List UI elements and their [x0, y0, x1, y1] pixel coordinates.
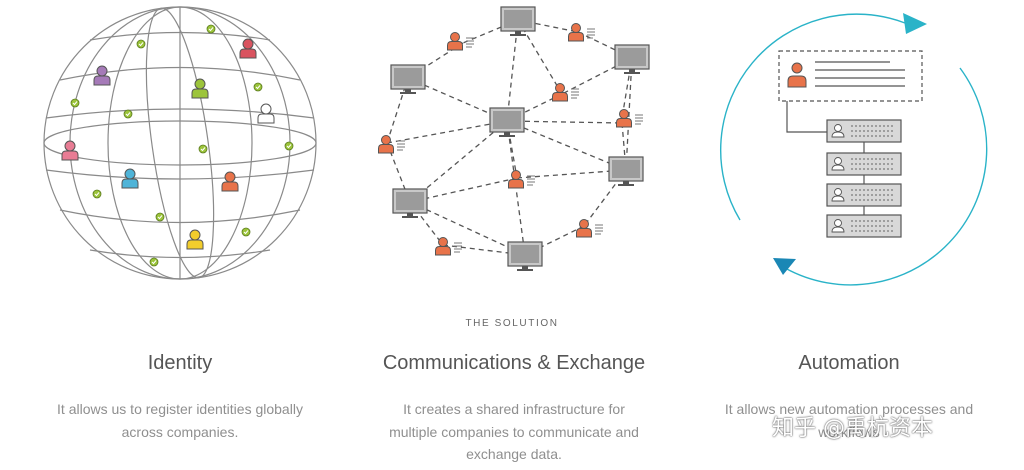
description-line: It allows us to register identities glob…: [57, 401, 303, 417]
description-line: across companies.: [122, 424, 239, 440]
feature-description: It creates a shared infrastructure for mu…: [364, 398, 664, 466]
description-line: exchange data.: [466, 446, 562, 462]
globe-icon: [44, 4, 316, 281]
document-card-icon: [779, 51, 922, 101]
description-line: multiple companies to communicate and: [389, 424, 639, 440]
feature-identity: Identity It allows us to register identi…: [30, 350, 330, 443]
network-icon: [387, 20, 632, 255]
feature-description: It allows us to register identities glob…: [30, 398, 330, 443]
feature-title: Communications & Exchange: [364, 350, 664, 376]
feature-communications: Communications & Exchange It creates a s…: [364, 350, 664, 466]
solution-illustrations: [0, 0, 1024, 300]
feature-title: Identity: [30, 350, 330, 376]
watermark: 知乎 @禹杭资本: [772, 410, 933, 442]
network-monitors: [391, 7, 649, 271]
section-eyebrow: THE SOLUTION: [0, 318, 1024, 329]
globe-nodes: [71, 25, 293, 266]
description-line: It creates a shared infrastructure for: [403, 401, 625, 417]
server-stack-icon: [787, 101, 901, 237]
feature-title: Automation: [698, 350, 1000, 376]
